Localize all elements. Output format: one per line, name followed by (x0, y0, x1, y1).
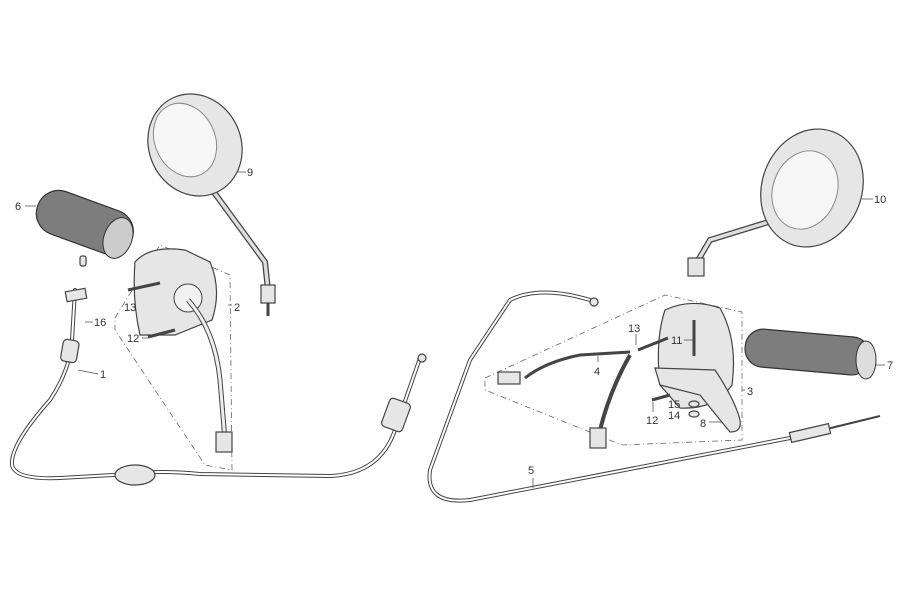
grip-left-6 (35, 189, 134, 259)
switch-housing-left-2 (114, 244, 233, 471)
label-1: 1 (100, 369, 106, 381)
label-14: 14 (668, 410, 680, 422)
label-11: 11 (671, 335, 682, 347)
label-4: 4 (594, 366, 600, 378)
label-7: 7 (887, 360, 893, 372)
switch-housing-right-3 (484, 294, 743, 449)
label-12-left: 12 (127, 333, 139, 345)
label-3: 3 (747, 386, 753, 398)
label-15: 15 (668, 399, 680, 411)
label-5: 5 (528, 465, 534, 477)
label-16: 16 (94, 317, 106, 329)
grip-right-7 (744, 328, 877, 380)
throttle-cable-1 (9, 255, 427, 486)
label-2: 2 (234, 302, 240, 314)
callouts: 1 2 3 4 5 6 7 8 9 10 11 12 12 13 13 14 1… (15, 167, 893, 488)
mirror-left-9 (147, 93, 276, 316)
label-9: 9 (247, 167, 253, 179)
mirror-right-10 (687, 128, 864, 277)
clutch-cable-5 (427, 290, 881, 503)
label-12-right: 12 (646, 415, 658, 427)
label-13-left: 13 (124, 302, 136, 314)
label-10: 10 (874, 194, 886, 206)
label-6: 6 (15, 201, 21, 213)
label-13-right: 13 (628, 323, 640, 335)
label-8: 8 (700, 418, 706, 430)
